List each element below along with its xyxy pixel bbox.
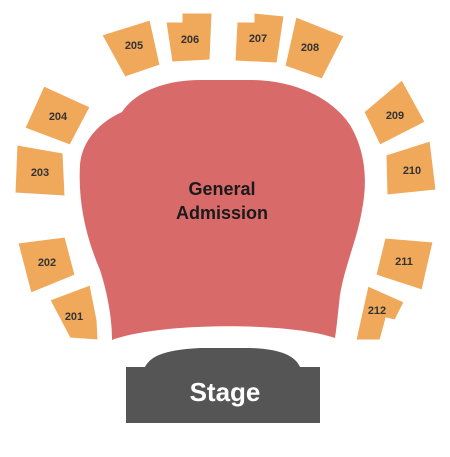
section-210-shape[interactable] bbox=[385, 140, 437, 196]
section-202[interactable]: 202 bbox=[17, 236, 76, 294]
section-204[interactable]: 204 bbox=[24, 85, 91, 146]
section-211[interactable]: 211 bbox=[375, 237, 434, 291]
section-207[interactable]: 207 bbox=[234, 12, 285, 64]
section-212-shape[interactable] bbox=[355, 285, 405, 341]
general-admission-shape[interactable] bbox=[79, 80, 365, 340]
section-203-shape[interactable] bbox=[14, 144, 66, 197]
section-205[interactable]: 205 bbox=[101, 19, 161, 78]
section-201[interactable]: 201 bbox=[49, 284, 99, 341]
section-205-shape[interactable] bbox=[101, 19, 161, 78]
section-206-shape[interactable] bbox=[165, 12, 213, 63]
section-208[interactable]: 208 bbox=[284, 16, 345, 80]
section-212[interactable]: 212 bbox=[355, 285, 405, 341]
general-admission-area[interactable]: General Admission bbox=[79, 80, 365, 340]
section-210[interactable]: 210 bbox=[385, 140, 437, 196]
section-202-shape[interactable] bbox=[17, 236, 76, 294]
section-204-shape[interactable] bbox=[24, 85, 91, 146]
section-209[interactable]: 209 bbox=[363, 79, 426, 146]
section-208-shape[interactable] bbox=[284, 16, 345, 80]
section-211-shape[interactable] bbox=[375, 237, 434, 291]
section-209-shape[interactable] bbox=[363, 79, 426, 146]
section-206[interactable]: 206 bbox=[165, 12, 213, 63]
section-203[interactable]: 203 bbox=[14, 144, 66, 197]
stage-area: Stage bbox=[126, 348, 320, 423]
section-207-shape[interactable] bbox=[234, 12, 285, 64]
stage-shape bbox=[126, 348, 320, 423]
section-201-shape[interactable] bbox=[49, 284, 99, 341]
